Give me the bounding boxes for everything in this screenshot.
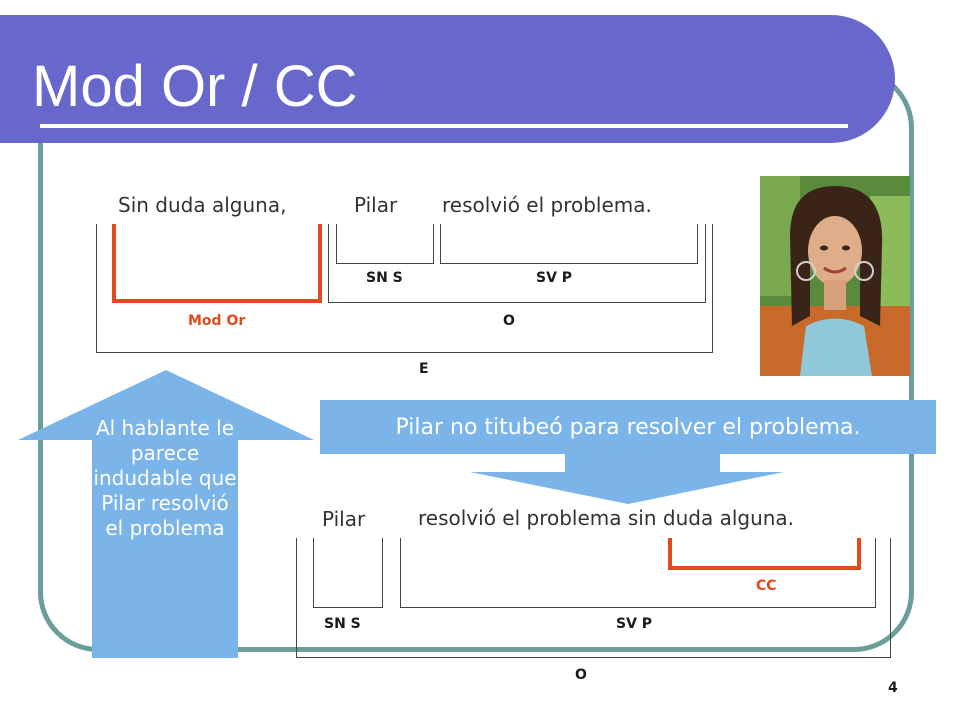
segment-sin-duda-alguna: Sin duda alguna, (118, 193, 287, 217)
segment2-pilar: Pilar (322, 507, 366, 531)
side-note-text: Al hablante le parece indudable que Pila… (93, 416, 237, 540)
label-o: O (503, 313, 515, 329)
bracket-o (328, 224, 706, 303)
label-mod-or: Mod Or (188, 313, 246, 329)
page-number: 4 (888, 680, 898, 696)
label2-sv-p: SV P (616, 616, 653, 632)
slide-title: Mod Or / CC (32, 54, 358, 119)
bracket-sv-p (440, 224, 698, 264)
bracket-sn-s (336, 224, 434, 264)
segment2-resolvio: resolvió el problema sin duda alguna. (418, 506, 795, 530)
label2-sn-s: SN S (324, 616, 361, 632)
up-arrow (18, 370, 314, 658)
title-underline (40, 124, 848, 128)
bracket2-sv-p (400, 538, 876, 608)
callout-box: Pilar no titubeó para resolver el proble… (320, 400, 936, 454)
bracket-e (96, 224, 713, 353)
label-sn-s: SN S (366, 270, 403, 286)
label-e: E (419, 361, 429, 377)
segment-resolvio: resolvió el problema. (442, 193, 652, 217)
bracket-cc (668, 538, 861, 570)
bracket2-o (296, 538, 891, 658)
segment-pilar: Pilar (354, 193, 398, 217)
label-sv-p: SV P (536, 270, 573, 286)
bracket2-sn-s (313, 538, 383, 608)
callout-text: Pilar no titubeó para resolver el proble… (395, 414, 861, 440)
label2-cc: CC (756, 578, 777, 594)
title-bar: Mod Or / CC (0, 15, 895, 143)
down-arrow (470, 440, 784, 504)
label2-o: O (575, 667, 587, 683)
portrait-photo (760, 176, 910, 376)
bracket-mod-or (112, 224, 322, 303)
